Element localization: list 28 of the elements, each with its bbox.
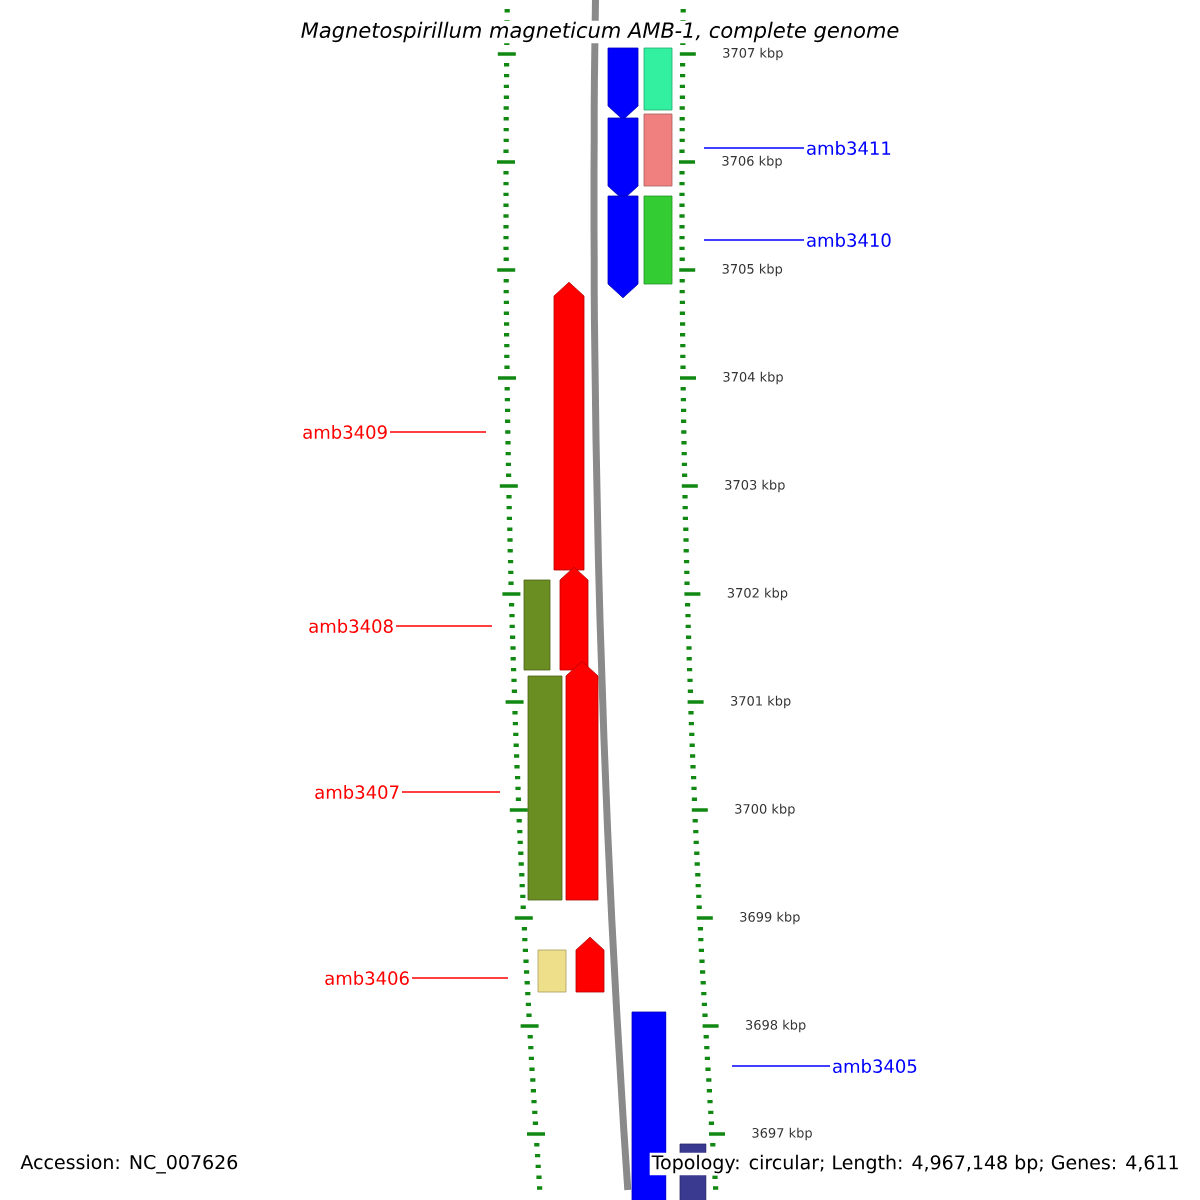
- gene-feature: [607, 117, 639, 201]
- title: Magnetospirillum magneticum AMB-1, complete genome: [299, 20, 901, 44]
- gene-feature: [523, 579, 551, 671]
- gene-label: amb3407: [315, 785, 399, 799]
- gene-label: amb3405: [833, 1059, 917, 1073]
- gene-feature: [643, 47, 673, 111]
- gene-feature: [607, 47, 639, 121]
- leader-line: [395, 625, 493, 627]
- leader-line: [703, 239, 805, 241]
- leader-line: [731, 1065, 831, 1067]
- gene-label: amb3406: [325, 971, 409, 985]
- gene-feature: [643, 113, 673, 187]
- genome-info-text: Topology: circular; Length: 4,967,148 bp; Genes: 4,611: [649, 1152, 1182, 1176]
- gene-feature: [575, 936, 605, 993]
- leader-line: [389, 431, 487, 433]
- gene-feature: [537, 949, 567, 993]
- leader-line: [411, 977, 509, 979]
- gene-label: amb3411: [807, 141, 891, 155]
- gene-feature: [607, 195, 639, 299]
- gene-label: amb3410: [807, 233, 891, 247]
- gene-label: amb3409: [303, 425, 387, 439]
- gene-feature: [643, 195, 673, 285]
- gene-feature: [559, 566, 589, 671]
- accession-text: Accession: NC_007626: [18, 1152, 241, 1176]
- leader-line: [401, 791, 501, 793]
- gene-label: amb3408: [309, 619, 393, 633]
- gene-feature: [527, 675, 563, 901]
- leader-line: [703, 147, 805, 149]
